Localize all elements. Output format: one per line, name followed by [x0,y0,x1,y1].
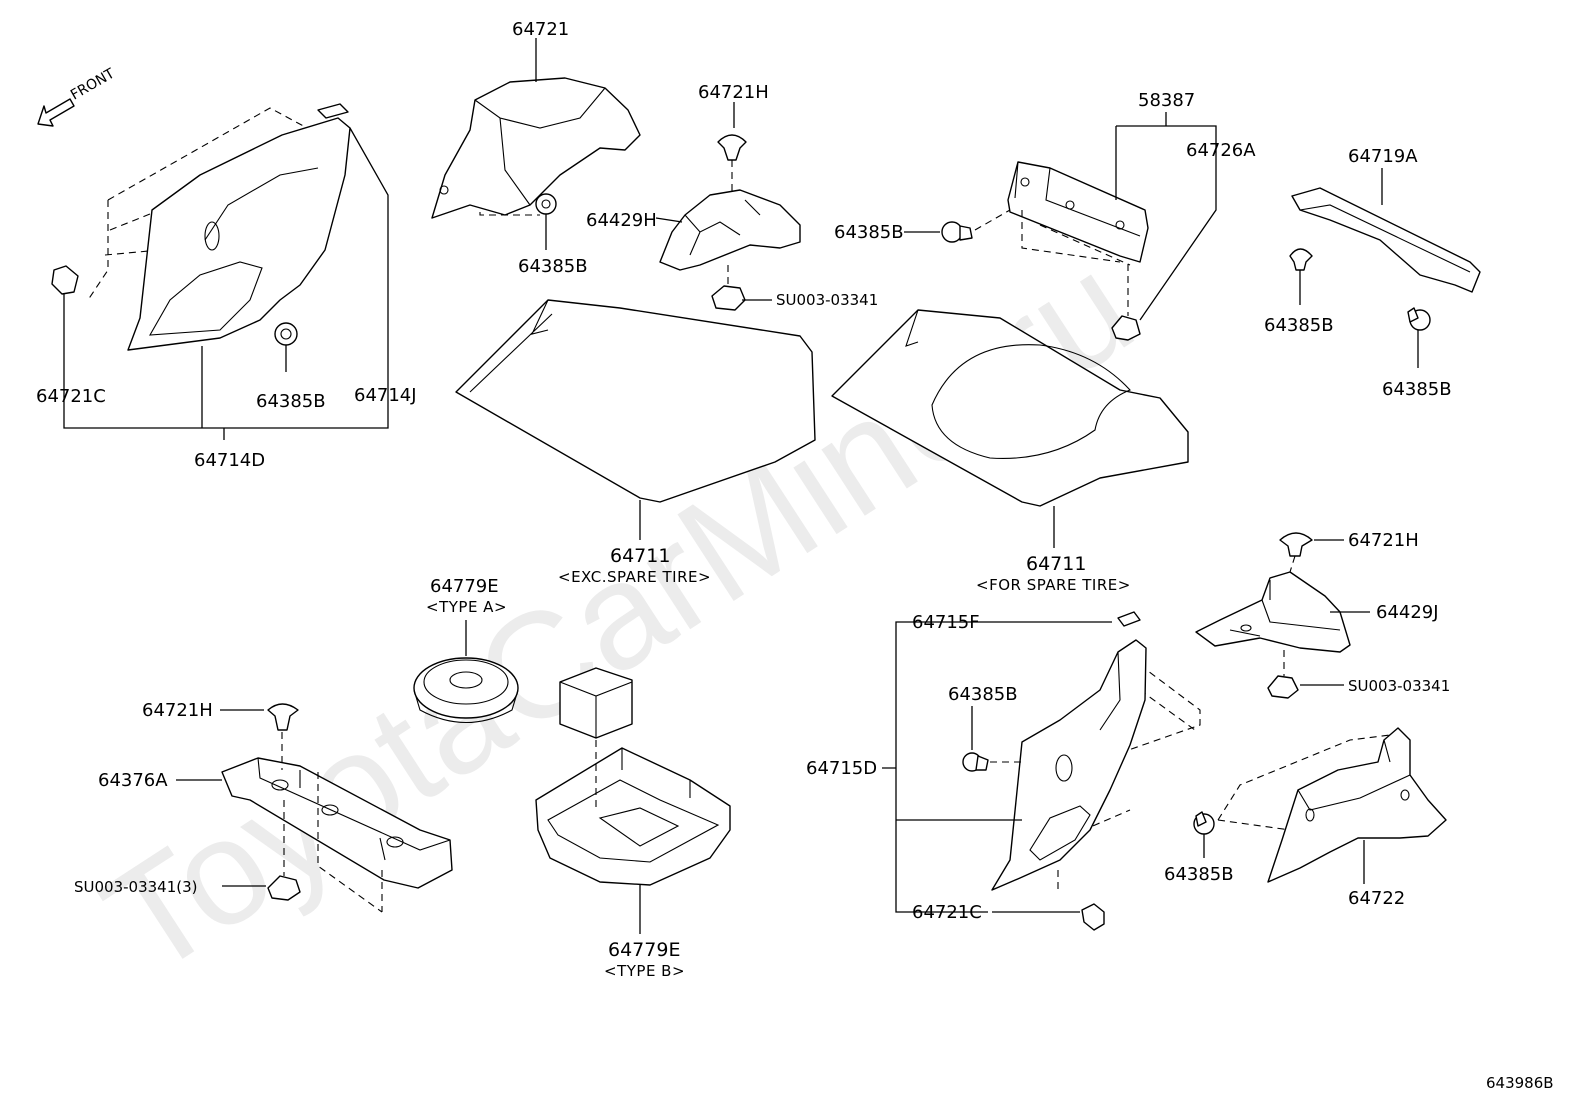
clip-64385B-e [1407,307,1431,331]
side-trim-left-part [87,103,351,351]
clip-64385B-d [1289,248,1313,271]
clip-64385B-c [941,221,973,243]
label-64711-a: 64711 [610,545,670,567]
label-64376A: 64376A [98,770,168,791]
clip-64721C-left [51,265,79,295]
label-64721: 64721 [512,19,569,40]
label-64721H-left: 64721H [142,700,213,721]
fender-cover-64721-part [431,77,641,219]
clip-64721H-top [717,134,747,161]
clip-64385B-g [1193,811,1215,835]
bracket-58387-part [1007,161,1149,266]
label-58387: 58387 [1138,90,1195,111]
storage-box-part [559,667,633,739]
clip-64721C-right [1081,903,1105,931]
label-64719A: 64719A [1348,146,1418,167]
label-su-left: SU003-03341(3) [74,878,198,896]
clip-su-top [711,285,746,311]
clip-64721H-right [1279,532,1313,557]
note-64779E-b: <TYPE B> [604,962,685,980]
spare-tire-cover-type-a-part [413,657,519,723]
spare-tire-tray-type-b-part [535,747,731,886]
panel-64719A-part [1291,187,1481,293]
label-64721H-right: 64721H [1348,530,1419,551]
label-64726A: 64726A [1186,140,1256,161]
label-su-top: SU003-03341 [776,291,878,309]
label-64429J: 64429J [1376,602,1439,623]
clip-su-left [267,875,301,901]
bracket-64376A-part [221,757,453,889]
clip-64385B-a [274,322,298,346]
floor-mat-spare-part [831,309,1189,507]
label-64385B-a: 64385B [256,391,326,412]
label-64385B-g: 64385B [1164,864,1234,885]
clip-64385B-b [535,193,557,215]
label-64711-b: 64711 [1026,553,1086,575]
clip-64721H-left [267,703,299,731]
side-trim-right-part [991,611,1201,892]
bracket-64429H-part [659,189,801,271]
label-su-right: SU003-03341 [1348,677,1450,695]
label-64714J: 64714J [354,385,417,406]
note-64711-a: <EXC.SPARE TIRE> [558,568,711,586]
note-64779E-a: <TYPE A> [426,598,507,616]
front-arrow-icon [37,98,75,127]
label-64722: 64722 [1348,888,1405,909]
label-64385B-c: 64385B [834,222,904,243]
label-64779E-b: 64779E [608,939,680,961]
label-64385B-e: 64385B [1382,379,1452,400]
label-64385B-b: 64385B [518,256,588,277]
clip-su-right [1267,675,1299,699]
bracket-64429J-part [1195,571,1351,653]
note-64711-b: <FOR SPARE TIRE> [976,576,1131,594]
label-64714D: 64714D [194,450,265,471]
label-64385B-f: 64385B [948,684,1018,705]
label-64715D: 64715D [806,758,877,779]
label-64779E-a: 64779E [430,576,499,597]
label-64721C-right: 64721C [912,902,982,923]
clip-64726A [1111,315,1141,341]
label-64715F: 64715F [912,612,980,633]
fender-cover-64722-part [1217,727,1447,883]
label-64429H: 64429H [586,210,657,231]
label-64721H-top: 64721H [698,82,769,103]
label-64385B-d: 64385B [1264,315,1334,336]
floor-mat-exc-spare-part [455,299,816,503]
label-64721C-left: 64721C [36,386,106,407]
front-direction-label: FRONT [68,65,118,103]
drawing-code: 643986B [1486,1074,1554,1092]
clip-64385B-f [962,752,989,772]
